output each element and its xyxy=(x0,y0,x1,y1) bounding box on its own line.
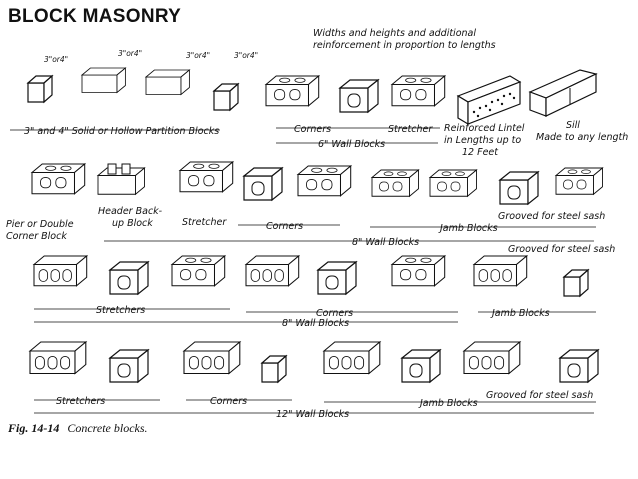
stretcher-block-8in-c xyxy=(172,256,225,286)
jamb-block-12in-b xyxy=(401,349,441,383)
sill-block xyxy=(528,69,598,117)
corner-block-8in-1 xyxy=(243,167,283,201)
label-pier-1: Pier or Double xyxy=(6,219,74,230)
jamb-block-8in-3 xyxy=(499,171,539,205)
label-8in-wall-blocks-2: 8" Wall Blocks xyxy=(282,318,349,329)
label-jamb-8in-b: Jamb Blocks xyxy=(490,308,550,319)
corner-block-12in-a xyxy=(184,342,240,374)
notes-reinforcement: reinforcement in proportion to lengths xyxy=(313,40,496,51)
label-grooved-8in: Grooved for steel sash xyxy=(498,211,605,222)
label-header-2: up Block xyxy=(112,218,153,229)
label-stretcher-8in: Stretcher xyxy=(182,217,227,228)
slide-title: BLOCK MASONRY xyxy=(8,6,182,27)
label-partition-blocks: 3" and 4" Solid or Hollow Partition Bloc… xyxy=(24,126,219,137)
jamb-block-12in-c xyxy=(464,342,520,374)
label-corners-8in-b: Corners xyxy=(316,308,353,319)
jamb-block-8in-a xyxy=(474,256,527,286)
stretcher-block-6in xyxy=(392,76,445,106)
corner-block-8in-2 xyxy=(298,166,351,196)
grooved-block-8in-b xyxy=(563,269,589,297)
grooved-block-12in xyxy=(559,349,599,383)
label-stretchers-12in: Stretchers xyxy=(56,396,105,407)
label-sill-2: Made to any length xyxy=(536,132,628,143)
label-stretchers-8in: Stretchers xyxy=(96,305,145,316)
corner-block-6in-1 xyxy=(266,76,319,106)
label-12in-wall-blocks: 12" Wall Blocks xyxy=(276,409,349,420)
label-corners-6in: Corners xyxy=(294,124,331,135)
figure-caption-text: Concrete blocks. xyxy=(67,421,148,435)
label-corners-8in: Corners xyxy=(266,221,303,232)
stretcher-block-8in-b xyxy=(109,261,149,295)
label-grooved-8in-b: Grooved for steel sash xyxy=(508,244,615,255)
label-grooved-12in: Grooved for steel sash xyxy=(486,390,593,401)
stretcher-block-8in-a xyxy=(34,256,87,286)
label-sill-1: Sill xyxy=(566,120,580,131)
jamb-block-8in-2 xyxy=(430,170,477,196)
partition-block-1 xyxy=(27,75,53,103)
pier-block xyxy=(32,164,85,194)
corner-block-8in-a xyxy=(246,256,299,286)
label-8in-wall-blocks-1: 8" Wall Blocks xyxy=(352,237,419,248)
dim-label-2: 3"or4" xyxy=(118,49,142,58)
stretcher-block-12in-a xyxy=(30,342,86,374)
corner-block-8in-b xyxy=(317,261,357,295)
figure-number: Fig. 14-14 xyxy=(8,421,60,435)
jamb-block-12in-a xyxy=(324,342,380,374)
dim-label-1: 3"or4" xyxy=(44,55,68,64)
label-header-1: Header Back- xyxy=(98,206,163,217)
partition-block-3 xyxy=(145,69,190,95)
label-stretcher-6in: Stretcher xyxy=(388,124,433,135)
header-backup-block xyxy=(97,163,145,195)
label-corners-12in: Corners xyxy=(210,396,247,407)
grooved-block-8in xyxy=(556,168,603,194)
figure-caption: Fig. 14-14 Concrete blocks. xyxy=(8,421,148,436)
stretcher-block-12in-b xyxy=(109,349,149,383)
label-lintel-3: 12 Feet xyxy=(462,147,499,158)
label-lintel-2: in Lengths up to xyxy=(444,135,521,146)
stretcher-block-8in xyxy=(180,162,233,192)
label-pier-2: Corner Block xyxy=(6,231,67,242)
label-jamb-12in: Jamb Blocks xyxy=(418,398,478,409)
corner-block-8in-c xyxy=(392,256,445,286)
dim-label-3: 3"or4" xyxy=(186,51,210,60)
partition-block-4 xyxy=(213,83,239,111)
label-jamb-8in: Jamb Blocks xyxy=(438,223,498,234)
partition-block-2 xyxy=(81,67,126,93)
notes-widths: Widths and heights and additional xyxy=(313,28,476,39)
corner-block-12in-b xyxy=(261,355,287,383)
label-6in-wall-blocks: 6" Wall Blocks xyxy=(318,139,385,150)
label-lintel-1: Reinforced Lintel xyxy=(444,123,525,134)
dim-label-4: 3"or4" xyxy=(234,51,258,60)
jamb-block-8in-1 xyxy=(372,170,419,196)
corner-block-6in-2 xyxy=(339,79,379,113)
reinforced-lintel xyxy=(456,75,522,126)
